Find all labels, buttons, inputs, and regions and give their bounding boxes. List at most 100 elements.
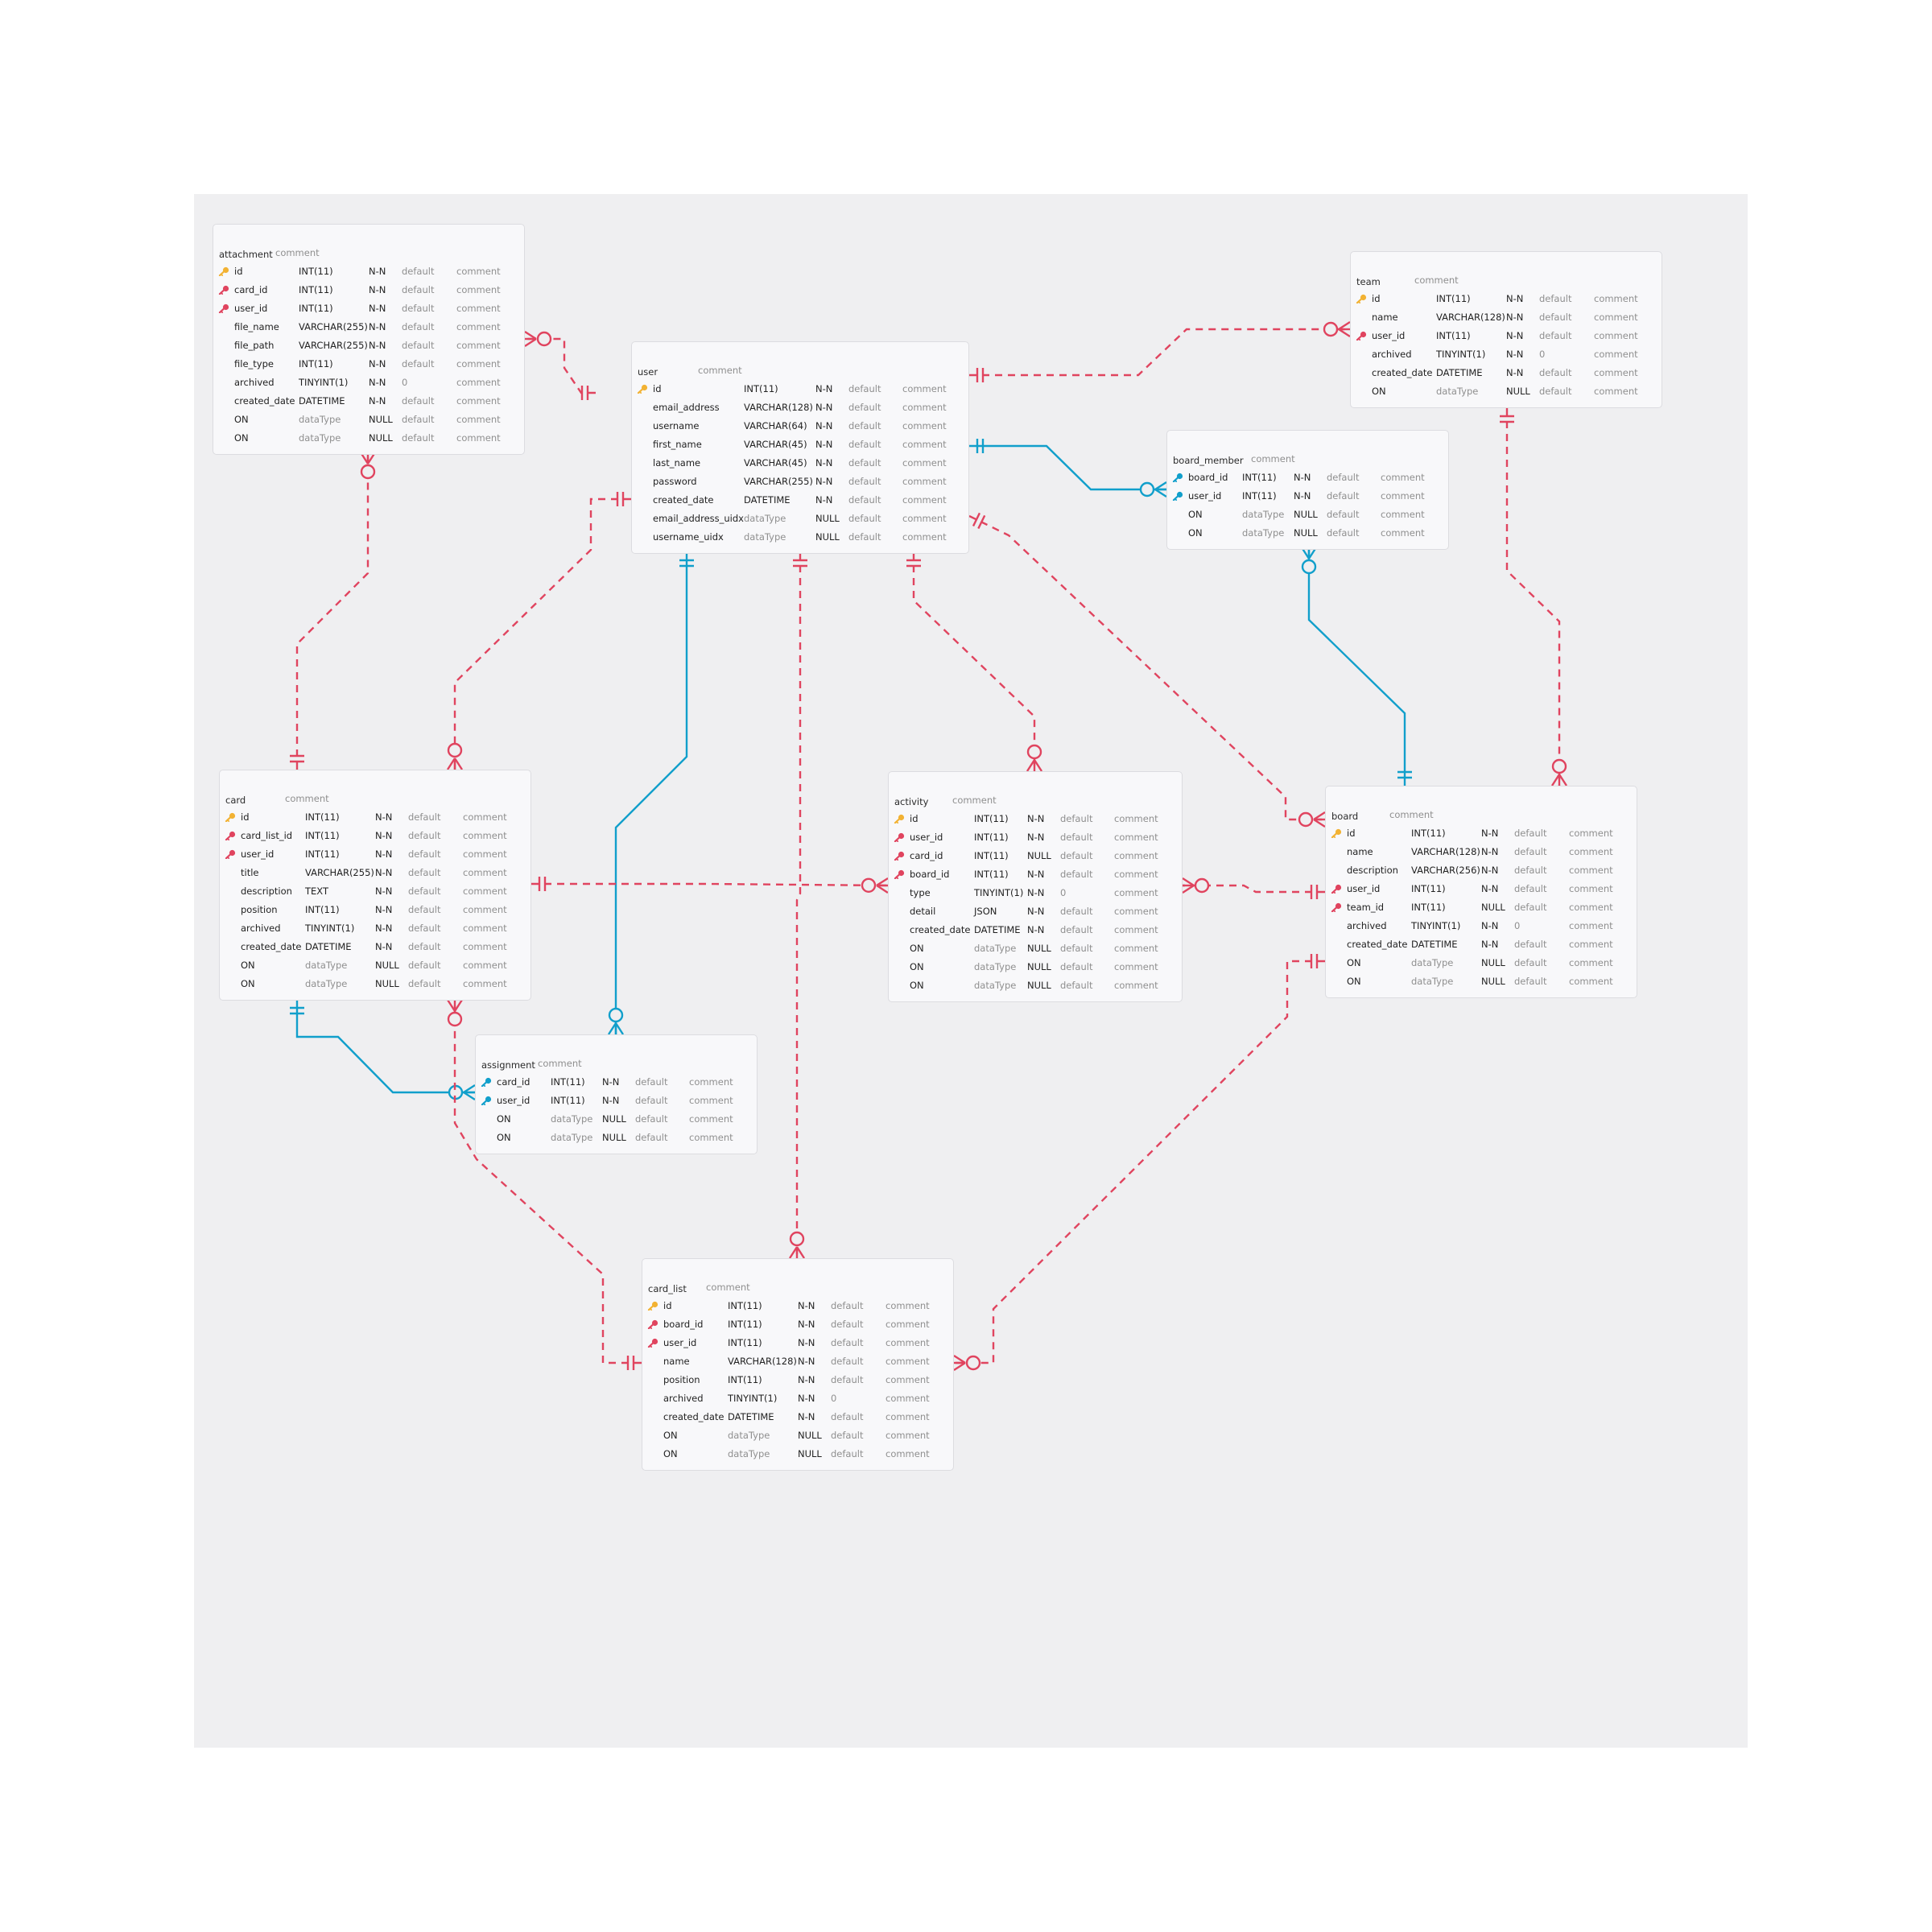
column-nullable: N-N xyxy=(375,923,393,934)
column-default: 0 xyxy=(1060,887,1067,898)
column-type: INT(11) xyxy=(974,850,1009,861)
column-type: dataType xyxy=(744,531,786,543)
relationship-line xyxy=(795,552,802,1258)
relationship-user-attachment xyxy=(524,330,596,400)
column-comment: comment xyxy=(902,420,947,431)
column-nullable: NULL xyxy=(1481,976,1505,987)
column-default: default xyxy=(1514,865,1547,876)
column-default: 0 xyxy=(1539,349,1546,360)
column-type: INT(11) xyxy=(1411,883,1446,894)
column-type: dataType xyxy=(1411,976,1454,987)
table-comment: comment xyxy=(285,793,329,804)
column-type: dataType xyxy=(1436,386,1479,397)
column-name: position xyxy=(241,904,278,915)
column-default: default xyxy=(635,1076,668,1088)
column-nullable: NULL xyxy=(602,1113,626,1125)
column-default: default xyxy=(635,1132,668,1143)
column-type: DATETIME xyxy=(305,941,352,952)
